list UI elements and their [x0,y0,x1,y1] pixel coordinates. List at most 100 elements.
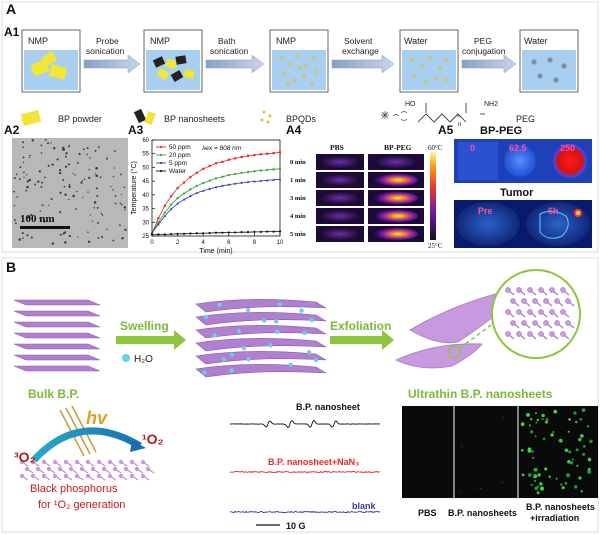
disc-high [553,144,587,178]
fluorescence-dot [571,458,574,461]
phosphorus-atom [549,331,555,337]
phosphorus-atom [35,466,41,472]
step-1-line2: sonication [86,46,125,56]
beaker-4-label: Water [404,36,428,46]
fluo-label-bp-irr-2: +irradiation [530,513,579,523]
nanoparticle-dot [28,178,32,182]
nanoparticle-dot [120,203,123,206]
y-tick-label: 60 [142,138,149,144]
thermal-time-label: 5 min [290,231,306,238]
nanoparticle-dot [75,208,78,211]
nanoparticle-dot [56,158,59,161]
bp-layer [13,332,101,339]
data-point [189,194,192,197]
x-tick-label: 6 [227,240,231,246]
phosphorus-atom [129,459,135,465]
nanoparticle-dot [22,161,25,164]
data-point [163,214,167,217]
nanoparticle-dot [41,204,44,207]
nanoparticle-dot [59,233,62,236]
phosphorus-atom [554,298,560,304]
data-point [240,155,243,159]
phosphorus-atom [129,473,135,479]
phosphorus-atom [19,473,25,479]
fluorescence-images: PBS B.P. nanosheets B.P. nanosheets +irr… [402,406,598,523]
nanoparticle-dot [106,158,108,160]
nanoparticle-dot [110,186,112,188]
nanoparticle-dot [21,232,24,235]
nanoparticle-dot [43,220,46,223]
nanoparticle-dot [87,191,89,193]
o2-triplet: ³O₂ [14,449,36,465]
nanoparticle-dot [96,206,99,209]
swelling-arrow-icon [116,330,186,350]
y-tick-label: 30 [142,220,149,226]
phosphorus-atom [505,287,511,293]
nanoparticle-dot [120,193,123,196]
mouse-silhouette [374,173,418,187]
nanoparticle-dot [62,146,65,150]
fluorescence-dot [534,435,537,438]
nanoparticle-dot [96,194,99,197]
water-molecule [274,319,279,324]
data-point [176,202,179,205]
mouse-silhouette [320,210,360,222]
a4-col-pbs: PBS [330,143,344,152]
fluorescence-dot [564,448,569,453]
water-molecule [212,333,217,338]
nanoparticle-dot [97,237,100,239]
nanoparticle-dot [112,239,115,242]
data-point [202,181,205,185]
nanoparticle-dot [77,236,79,238]
data-point [278,151,282,154]
data-point [266,230,269,233]
data-point [163,204,166,207]
h2o-label: H₂O [134,354,153,365]
curved-arrow-icon [31,427,142,463]
nanoparticle-dot [119,224,121,226]
beaker-1-label: NMP [28,36,48,46]
nanoparticle-dot [76,161,79,164]
a5-title-bottom: Tumor [500,187,534,199]
epr-scale-label: 10 G [286,521,306,531]
data-point [157,221,160,224]
bp-layer [13,321,101,328]
nanoparticle-dot [14,222,17,225]
data-point [253,153,256,157]
fluorescence-dot [539,486,545,491]
x-tick-label: 4 [202,240,206,246]
nanoparticle-dot [39,217,41,220]
nanoparticle-dot [74,174,76,176]
y-tick-label: 45 [142,179,149,185]
nanoparticle-dot [64,231,67,233]
legend-marker [159,161,163,165]
bp-layer [13,299,101,306]
nanoparticle-dot [59,171,62,175]
data-point [253,230,256,233]
fluorescence-dot [526,412,530,417]
arrow-right-icon [205,54,265,74]
phosphorus-atom [79,466,85,472]
a1-legend: BP powder BP nanosheets BPQDs HO NH2 n P… [20,101,535,128]
water-molecule [275,329,280,334]
data-point [208,187,211,190]
phosphorus-atom [565,320,571,326]
phosphorus-atom [123,466,129,472]
water-molecule [309,317,315,323]
nanoparticle-dot [89,157,91,159]
phosphorus-atom [19,459,25,465]
nanoparticle-dot [72,194,75,198]
phosphorus-atom [554,320,560,326]
bp-layer [13,343,101,350]
data-point [182,192,186,195]
phosphorus-atom [560,287,566,293]
data-point [227,231,230,234]
data-point [182,232,186,235]
phosphorus-atom [85,459,91,465]
nanoparticle-dot [13,190,15,193]
data-point [208,164,211,168]
data-point [157,233,160,236]
data-point [182,181,186,184]
nanoparticle-dot [64,155,67,158]
nanoparticle-dot [123,186,126,189]
